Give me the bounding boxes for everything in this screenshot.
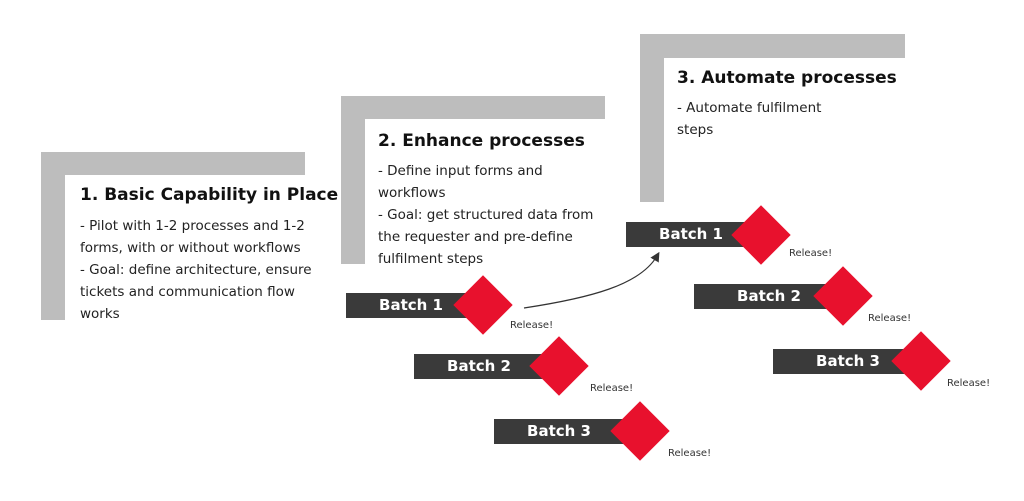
phase3-description: - Automate fulfilment steps [677, 97, 821, 141]
phase3-line: steps [677, 122, 714, 138]
phase3-line: - Automate fulfilment [677, 100, 822, 116]
phase2-line: workflows [378, 185, 446, 201]
release-label: Release! [868, 313, 912, 324]
phase2-batch-3: Batch 3 [494, 419, 624, 444]
phase2-step-top [341, 96, 605, 119]
phase2-line: fulfilment steps [378, 251, 484, 267]
phase2-description: - Define input forms and workflows - Goa… [378, 160, 593, 270]
release-label: Release! [947, 378, 991, 389]
release-label: Release! [510, 320, 554, 331]
phase3-batch-2: Batch 2 [694, 284, 844, 309]
phase3-step-top [640, 34, 905, 58]
release-label: Release! [789, 248, 833, 259]
phase3-step-side [640, 34, 664, 202]
phase1-step-top [41, 152, 305, 175]
phase3-title: 3. Automate processes [677, 68, 897, 88]
phase1-step-side [41, 152, 65, 320]
phase2-line: - Goal: get structured data from [378, 207, 594, 223]
phase1-title: 1. Basic Capability in Place [80, 185, 339, 205]
phase1-line: - Goal: define architecture, ensure [80, 262, 312, 278]
release-label: Release! [590, 383, 634, 394]
phase1-line: works [80, 306, 120, 322]
phase1-line: - Pilot with 1-2 processes and 1-2 [80, 218, 305, 234]
phase2-step-side [341, 96, 365, 264]
phase2-line: the requester and pre-define [378, 229, 573, 245]
phase3-batch-1: Batch 1 [626, 222, 756, 247]
phase2-line: - Define input forms and [378, 163, 543, 179]
release-label: Release! [668, 448, 712, 459]
phase1-line: forms, with or without workflows [80, 240, 301, 256]
phase2-title: 2. Enhance processes [378, 131, 585, 151]
phase2-batch-2: Batch 2 [414, 354, 544, 379]
phase1-description: - Pilot with 1-2 processes and 1-2 forms… [80, 215, 312, 325]
phase1-line: tickets and communication flow [80, 284, 295, 300]
